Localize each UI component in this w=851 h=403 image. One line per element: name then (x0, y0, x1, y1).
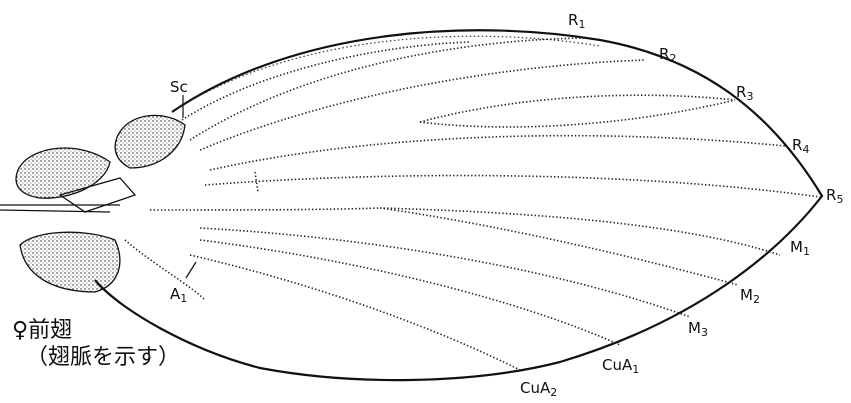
vein-r3 (420, 95, 735, 122)
label-cua1: CuA1 (602, 356, 639, 376)
label-r2: R2 (659, 45, 676, 65)
vein-m-stem (150, 208, 380, 210)
vein-a1 (125, 240, 205, 300)
humeral-plate (16, 148, 110, 198)
label-m1: M1 (790, 238, 810, 258)
body-line-lower (0, 210, 110, 212)
wing-base (0, 115, 185, 292)
label-sc: Sc (170, 78, 188, 96)
vein-cua2 (190, 255, 520, 370)
vein-m2 (380, 208, 738, 285)
a1-leader (186, 262, 196, 278)
vein-r2 (200, 60, 645, 150)
vein-cua1 (200, 240, 620, 345)
costal-margin (178, 36, 600, 108)
vein-r4 (210, 136, 785, 170)
label-r3: R3 (736, 83, 753, 103)
tegula (115, 115, 185, 168)
vein-labels: Sc R1 R2 R3 R4 R5 M1 M2 M3 CuA1 CuA2 (170, 11, 843, 399)
wing-outline (95, 30, 822, 380)
label-m2: M2 (740, 286, 760, 306)
label-a1: A1 (170, 285, 187, 305)
vein-r3-lower (420, 100, 735, 127)
caption-subtitle: （翅脈を示す） (26, 345, 180, 371)
label-m3: M3 (688, 319, 708, 339)
vein-r1 (190, 38, 585, 140)
anal-lobe (20, 232, 120, 292)
vein-m3 (200, 228, 690, 317)
label-r5: R5 (826, 186, 843, 206)
veins (125, 38, 820, 370)
label-cua2: CuA2 (520, 379, 557, 399)
vein-m1 (380, 208, 780, 255)
vein-r5 (205, 176, 820, 197)
label-r4: R4 (792, 136, 809, 156)
label-r1: R1 (568, 11, 585, 31)
caption-title: ♀前翅 (12, 318, 72, 344)
